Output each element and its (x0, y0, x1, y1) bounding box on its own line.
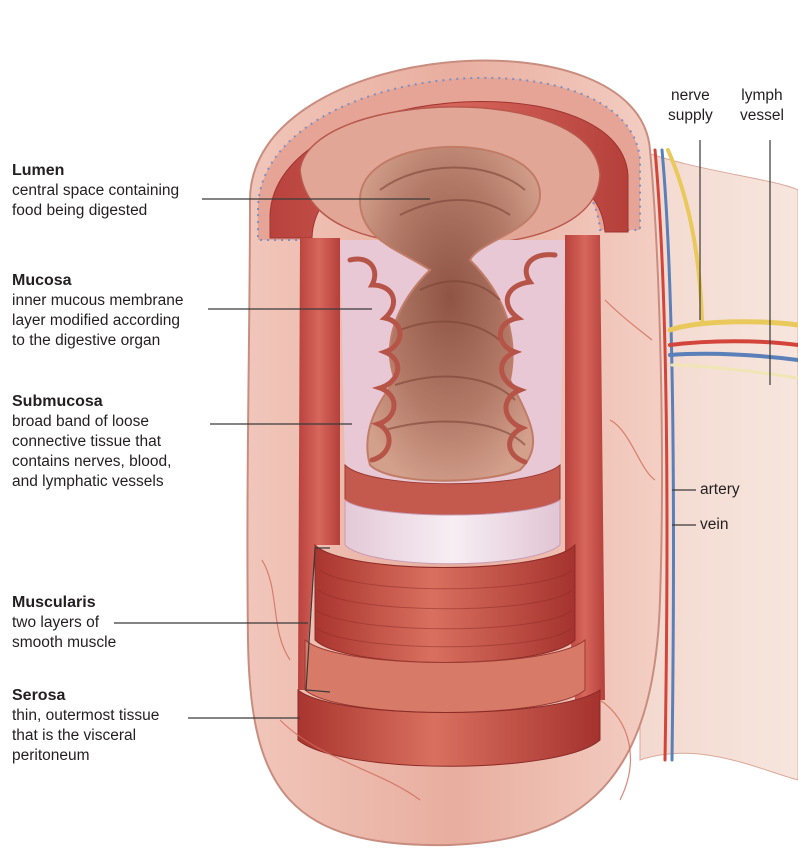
label-lymph-vessel: lymph vessel (740, 86, 784, 126)
label-muscularis: Muscularis two layers of smooth muscle (12, 592, 116, 653)
label-muscularis-title: Muscularis (12, 592, 116, 613)
label-mucosa-line: layer modified according (12, 311, 183, 331)
label-nerve-line: supply (668, 106, 713, 126)
label-submucosa: Submucosa broad band of loose connective… (12, 391, 171, 492)
label-lymph-line: vessel (740, 106, 784, 126)
label-submucosa-line: connective tissue that (12, 432, 171, 452)
label-mucosa-line: to the digestive organ (12, 331, 183, 351)
label-submucosa-title: Submucosa (12, 391, 171, 412)
mesentery (640, 150, 798, 780)
label-vein: vein (700, 515, 728, 535)
label-lumen-line: central space containing (12, 181, 179, 201)
label-mucosa: Mucosa inner mucous membrane layer modif… (12, 270, 183, 351)
label-muscularis-line: smooth muscle (12, 633, 116, 653)
label-mucosa-line: inner mucous membrane (12, 291, 183, 311)
label-serosa-line: peritoneum (12, 746, 159, 766)
label-submucosa-line: contains nerves, blood, (12, 452, 171, 472)
label-serosa-line: that is the visceral (12, 726, 159, 746)
label-nerve-supply: nerve supply (668, 86, 713, 126)
label-lymph-line: lymph (740, 86, 784, 106)
label-submucosa-line: and lymphatic vessels (12, 472, 171, 492)
label-artery: artery (700, 480, 740, 500)
label-lumen: Lumen central space containing food bein… (12, 160, 179, 221)
label-submucosa-line: broad band of loose (12, 412, 171, 432)
label-muscularis-line: two layers of (12, 613, 116, 633)
label-lumen-title: Lumen (12, 160, 179, 181)
label-serosa-line: thin, outermost tissue (12, 706, 159, 726)
label-nerve-line: nerve (668, 86, 713, 106)
label-lumen-line: food being digested (12, 201, 179, 221)
label-serosa: Serosa thin, outermost tissue that is th… (12, 685, 159, 766)
label-mucosa-title: Mucosa (12, 270, 183, 291)
label-serosa-title: Serosa (12, 685, 159, 706)
